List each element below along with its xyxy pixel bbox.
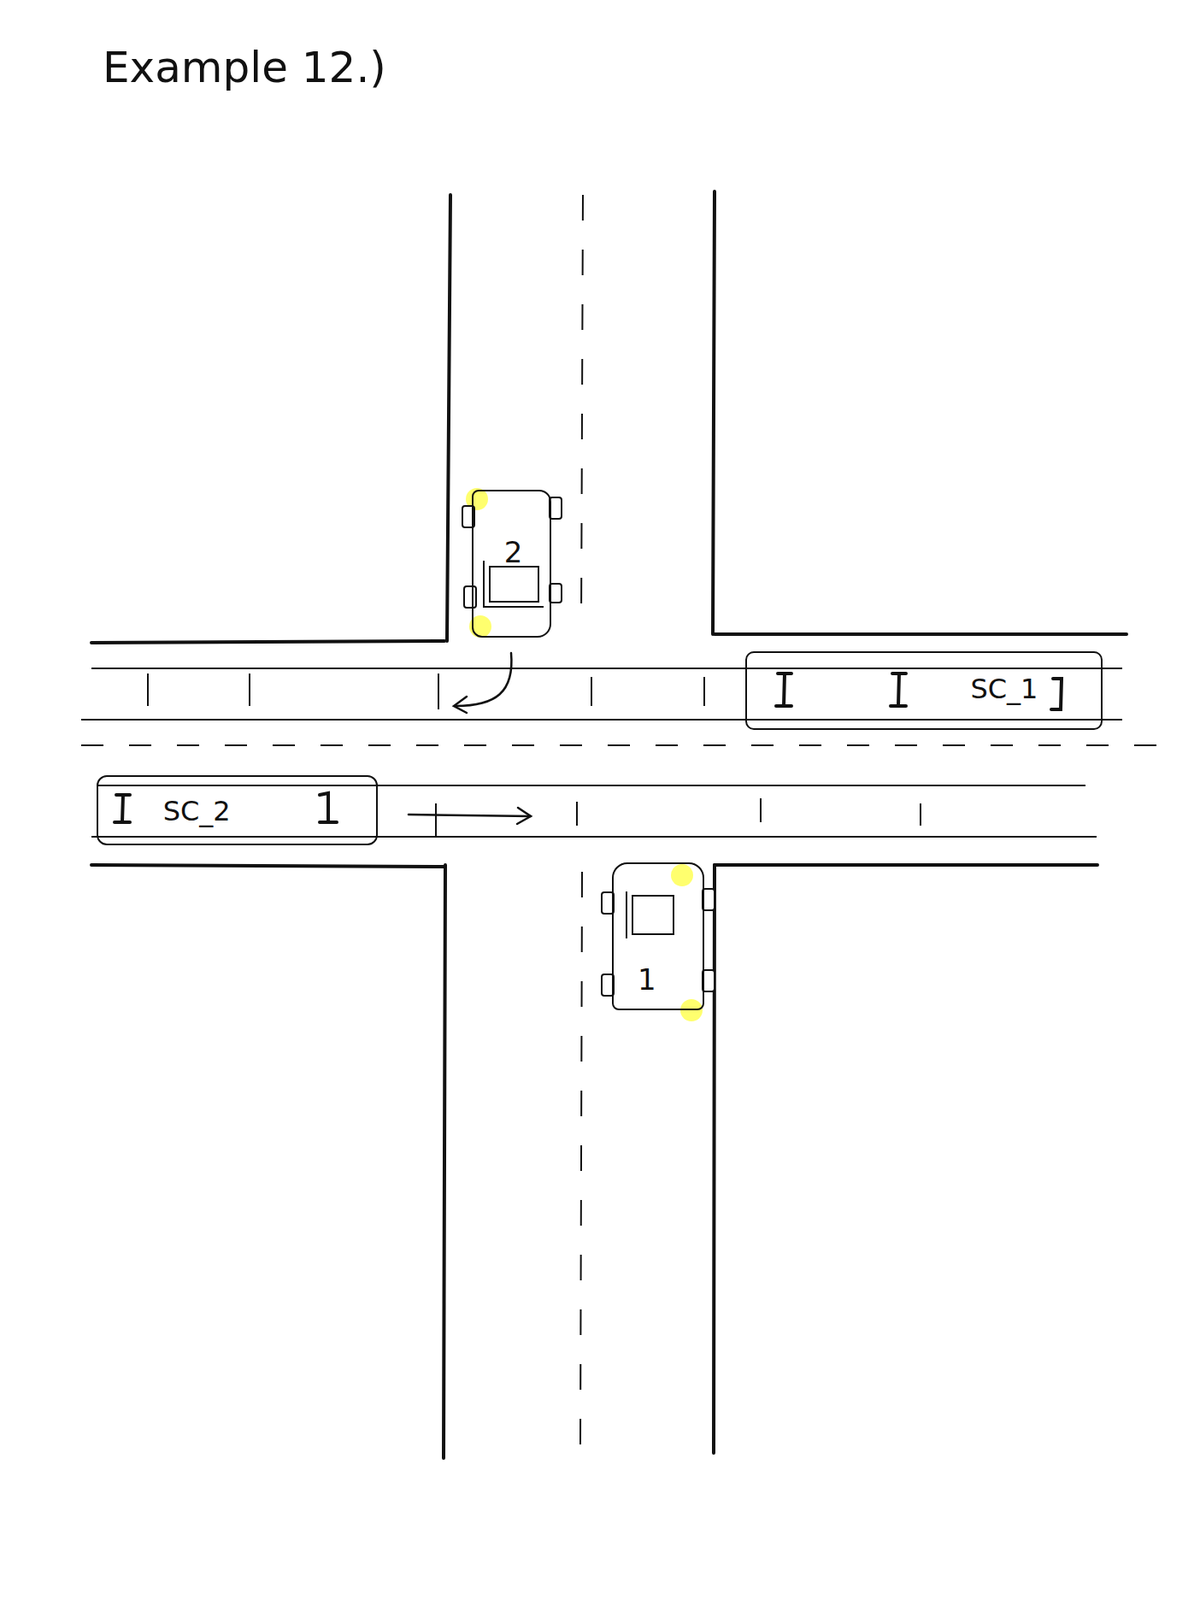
car-windows [483,560,674,939]
car-number: 2 [504,537,524,567]
bus-label: SC_1 [970,675,1038,703]
car-outline: 2 [471,489,552,638]
bus-label: SC_2 [163,797,231,825]
car-outline: 1 [611,862,705,1011]
bus-door-marks [114,673,1062,823]
blinker-highlights [465,488,703,1022]
motion-arrows [408,652,531,824]
example-title: Example 12.) [102,42,387,93]
bus-outline: SC_2 [96,775,378,846]
road-edges [91,191,1127,1459]
bus-outline: SC_1 [745,651,1103,730]
lane-ticks [147,673,921,838]
lane-lines [81,194,1159,1445]
car-number: 1 [637,964,657,995]
car-wheels [462,497,715,996]
